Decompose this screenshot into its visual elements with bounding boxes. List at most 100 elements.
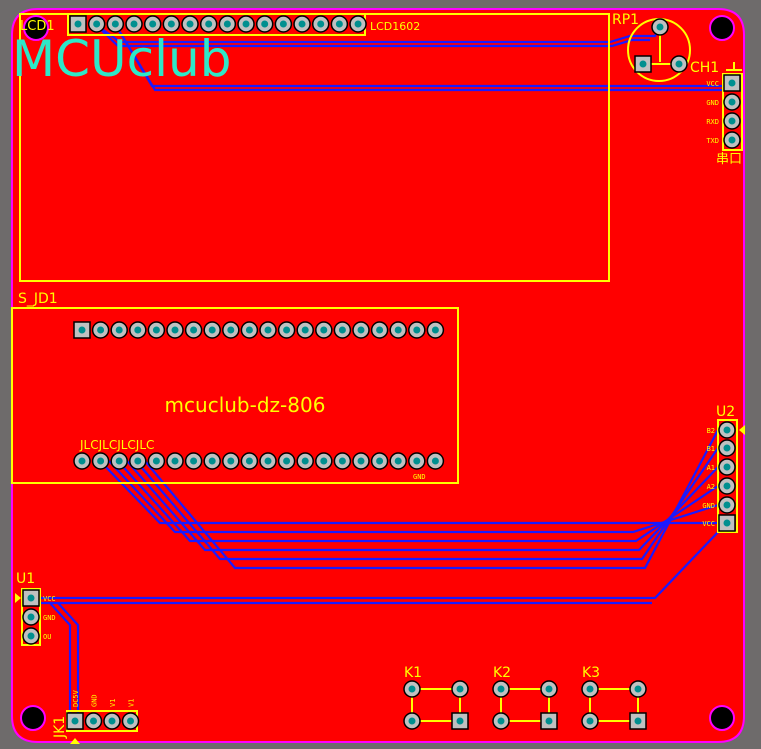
drill-hole xyxy=(152,326,160,334)
round-pad xyxy=(408,321,426,339)
mounting-hole xyxy=(20,705,46,731)
square-pad xyxy=(22,589,40,607)
drill-hole xyxy=(586,717,594,725)
round-pad xyxy=(147,452,166,470)
round-pad xyxy=(315,321,333,339)
round-pad xyxy=(222,321,240,339)
pin-label: DC5V xyxy=(72,689,80,707)
round-pad xyxy=(129,452,147,470)
round-pad xyxy=(426,321,445,339)
round-pad xyxy=(581,712,599,730)
round-pad xyxy=(222,452,240,470)
u1-pin1-marker xyxy=(15,593,21,603)
drill-hole xyxy=(723,519,731,527)
round-pad xyxy=(125,15,143,33)
round-pad xyxy=(143,15,162,33)
round-pad xyxy=(129,321,147,339)
mounting-hole xyxy=(709,705,735,731)
drill-hole xyxy=(723,501,731,509)
pin-label: GND xyxy=(91,694,99,707)
drill-hole xyxy=(134,326,142,334)
pin-label: TXD xyxy=(706,137,719,145)
drill-hole xyxy=(413,326,421,334)
drill-hole xyxy=(456,717,464,725)
round-pad xyxy=(492,712,510,730)
round-pad xyxy=(184,452,203,470)
drill-hole xyxy=(586,685,594,693)
s-jd1-designator: S_JD1 xyxy=(18,291,58,307)
drill-hole xyxy=(78,326,86,334)
round-pad xyxy=(629,680,647,698)
round-pad xyxy=(121,712,140,730)
pin-label: VCC xyxy=(43,595,56,603)
drill-hole xyxy=(167,20,175,28)
drill-hole xyxy=(456,685,464,693)
round-pad xyxy=(718,458,736,476)
drill-hole xyxy=(338,326,346,334)
round-pad xyxy=(718,496,736,514)
round-pad xyxy=(259,321,277,339)
drill-hole xyxy=(728,79,736,87)
square-pad xyxy=(540,712,558,730)
drill-hole xyxy=(93,20,101,28)
drill-hole xyxy=(634,685,642,693)
round-pad xyxy=(389,452,407,470)
pin-label: VCC xyxy=(706,80,719,88)
drill-hole xyxy=(320,326,328,334)
trace xyxy=(99,460,718,525)
drill-hole xyxy=(127,717,134,725)
pin-label: GND xyxy=(706,99,719,107)
pin-label: VCC xyxy=(702,520,715,528)
trace xyxy=(126,460,719,552)
drill-hole xyxy=(78,457,86,465)
drill-hole xyxy=(227,457,235,465)
drill-hole xyxy=(186,20,194,28)
drill-hole xyxy=(264,457,272,465)
tactile-switch-k3: K3 xyxy=(581,665,647,730)
round-pad xyxy=(408,452,426,470)
drill-hole xyxy=(639,60,647,68)
round-pad xyxy=(259,452,277,470)
round-pad xyxy=(296,452,314,470)
drill-hole xyxy=(205,20,213,28)
round-pad xyxy=(240,321,259,339)
round-pad xyxy=(184,321,203,339)
jd-to-u2-traces xyxy=(99,429,719,570)
drill-hole xyxy=(357,326,365,334)
round-pad xyxy=(181,15,199,33)
drill-hole xyxy=(171,326,179,334)
round-pad xyxy=(352,321,370,339)
round-pad xyxy=(237,15,255,33)
drill-hole xyxy=(723,426,731,434)
drill-hole xyxy=(394,457,402,465)
drill-hole xyxy=(27,613,35,621)
drill-hole xyxy=(90,717,97,725)
switch-designator: K1 xyxy=(404,665,422,681)
round-pad xyxy=(87,15,106,33)
drill-hole xyxy=(190,457,198,465)
drill-hole xyxy=(545,717,553,725)
drill-hole xyxy=(728,136,736,144)
round-pad xyxy=(330,15,349,33)
pin-label: B1 xyxy=(707,445,715,453)
drill-hole xyxy=(71,717,79,725)
s-jd1-title: mcuclub-dz-806 xyxy=(165,393,326,417)
switch-designator: K2 xyxy=(493,665,511,681)
tactile-switch-k2: K2 xyxy=(492,665,558,730)
drill-hole xyxy=(279,20,287,28)
drill-hole xyxy=(298,20,306,28)
round-pad xyxy=(73,452,91,470)
jlc-mark: JLCJLCJLCJLC xyxy=(79,438,154,452)
round-pad xyxy=(349,15,367,33)
ch1-outline xyxy=(722,73,743,151)
drill-hole xyxy=(431,326,439,334)
round-pad xyxy=(352,452,370,470)
round-pad xyxy=(718,477,736,495)
drill-hole xyxy=(728,117,736,125)
square-pad xyxy=(66,712,84,730)
square-pad xyxy=(73,321,91,339)
tactile-switch-k1: K1 xyxy=(403,665,469,730)
pin-label: V1 xyxy=(109,699,117,707)
round-pad xyxy=(540,680,558,698)
u2-designator: U2 xyxy=(716,404,735,420)
